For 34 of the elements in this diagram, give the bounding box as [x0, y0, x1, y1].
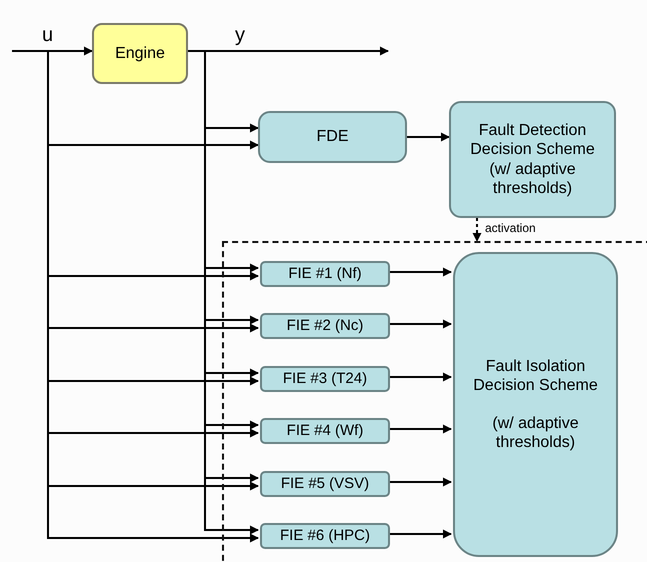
- arrow: [388, 424, 452, 434]
- box-text: Fault Isolation Decision Scheme: [472, 356, 599, 395]
- box-text: FIE #2 (Nc): [286, 317, 364, 335]
- process-box: [258, 111, 407, 163]
- arrow: [12, 46, 93, 56]
- process-box: [453, 252, 618, 557]
- box-text: FIE #5 (VSV): [280, 475, 370, 493]
- signal-label: u: [42, 25, 54, 45]
- process-box: [260, 261, 390, 287]
- process-box: [260, 366, 390, 392]
- box-text: FIE #3 (T24): [282, 370, 368, 388]
- engine-box: [92, 23, 188, 84]
- process-box: [260, 523, 390, 549]
- arrow: [388, 478, 452, 486]
- arrow: [407, 132, 450, 142]
- box-text: Fault Detection Decision Scheme (w/ adaptive thresholds): [469, 121, 596, 198]
- box-text: Engine: [115, 44, 165, 64]
- box-text: FDE: [316, 127, 348, 147]
- process-box: [260, 418, 390, 444]
- arrow: [388, 372, 452, 382]
- box-text: FIE #6 (HPC): [280, 527, 370, 545]
- arrow: [388, 530, 452, 538]
- box-text: FIE #4 (Wf): [286, 422, 364, 440]
- box-text: FIE #1 (Nf): [288, 265, 362, 283]
- dashed-arrow: [472, 218, 482, 242]
- edge-label: activation: [483, 220, 538, 234]
- signal-label: y: [235, 25, 245, 45]
- box-text: (w/ adaptive thresholds): [491, 414, 580, 452]
- dashed-group-box: [222, 241, 647, 562]
- arrow: [388, 320, 452, 328]
- process-box: [449, 101, 616, 218]
- process-box: [260, 471, 390, 497]
- process-box: [260, 313, 390, 339]
- arrow: [388, 268, 452, 276]
